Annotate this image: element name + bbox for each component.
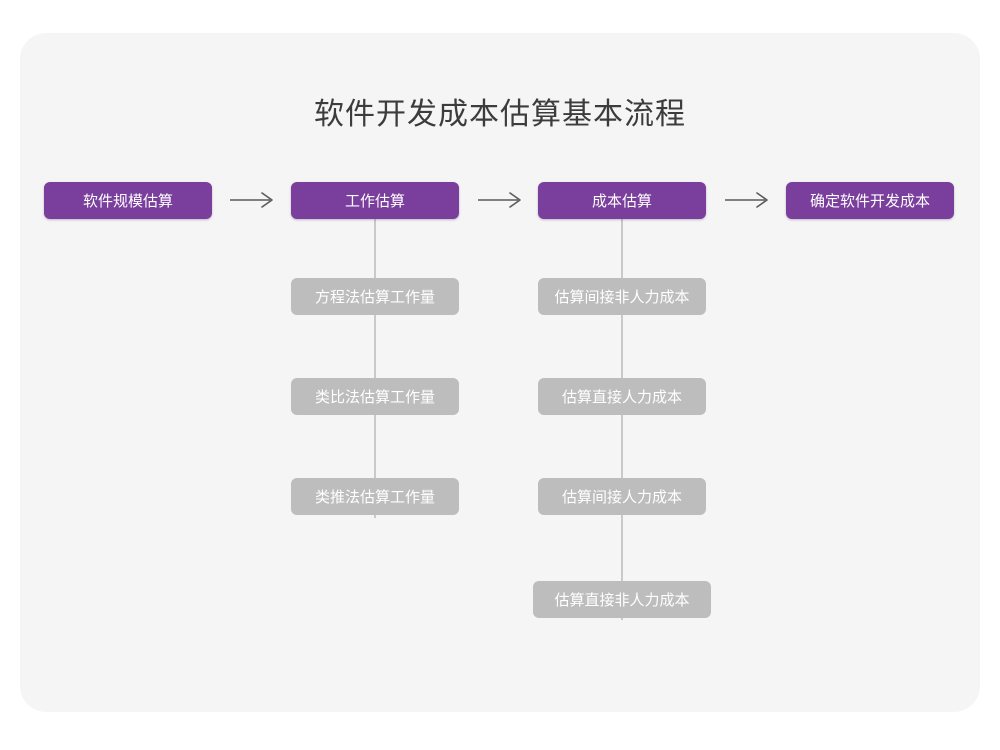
arrow-right-icon-2 — [476, 189, 526, 211]
flow-node-cost-estimation[interactable]: 成本估算 — [538, 182, 706, 219]
connector-line-branch-2 — [621, 218, 623, 620]
flow-node-label: 软件规模估算 — [82, 193, 173, 210]
branch-node-label: 方程法估算工作量 — [314, 289, 435, 306]
branch-node-label: 估算间接非人力成本 — [554, 289, 690, 306]
branch-node-direct-nonlabor-cost[interactable]: 估算直接非人力成本 — [533, 581, 711, 618]
connector-line-branch-1 — [374, 218, 376, 518]
diagram-card — [20, 33, 980, 712]
branch-node-indirect-labor-cost[interactable]: 估算间接人力成本 — [538, 478, 706, 515]
branch-node-label: 类比法估算工作量 — [314, 389, 435, 406]
branch-node-direct-labor-cost[interactable]: 估算直接人力成本 — [538, 378, 706, 415]
branch-node-indirect-nonlabor-cost[interactable]: 估算间接非人力成本 — [538, 278, 706, 315]
arrow-right-icon-1 — [228, 189, 278, 211]
flow-node-label: 成本估算 — [591, 193, 652, 210]
branch-node-label: 类推法估算工作量 — [314, 489, 435, 506]
flow-node-label: 工作估算 — [344, 193, 405, 210]
branch-node-label: 估算直接非人力成本 — [554, 592, 690, 609]
branch-node-analogy-method-effort[interactable]: 类比法估算工作量 — [291, 378, 459, 415]
arrow-right-icon-3 — [723, 189, 773, 211]
flow-node-label: 确定软件开发成本 — [809, 193, 930, 210]
branch-node-inference-method-effort[interactable]: 类推法估算工作量 — [291, 478, 459, 515]
branch-node-equation-method-effort[interactable]: 方程法估算工作量 — [291, 278, 459, 315]
flow-node-software-scale-estimation[interactable]: 软件规模估算 — [44, 182, 212, 219]
branch-node-label: 估算间接人力成本 — [561, 489, 682, 506]
branch-node-label: 估算直接人力成本 — [561, 389, 682, 406]
flow-node-work-estimation[interactable]: 工作估算 — [291, 182, 459, 219]
flow-node-determine-development-cost[interactable]: 确定软件开发成本 — [786, 182, 954, 219]
page-title: 软件开发成本估算基本流程 — [314, 98, 686, 131]
